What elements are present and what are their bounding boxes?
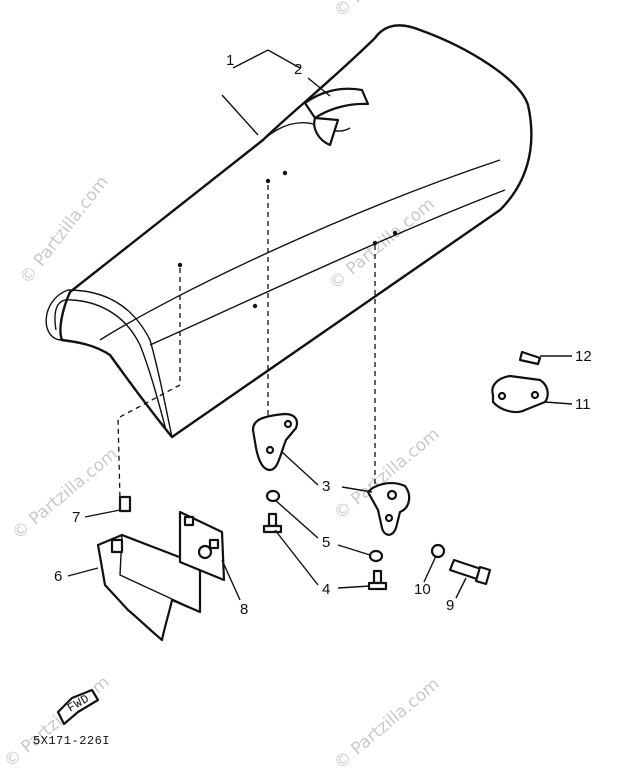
screw-12 bbox=[518, 350, 542, 366]
seat-hole bbox=[282, 170, 288, 176]
seat-strap bbox=[303, 87, 370, 120]
callout-3: 3 bbox=[322, 478, 330, 495]
watermark: © Partzilla.com bbox=[8, 444, 121, 544]
seat-assembly bbox=[45, 24, 533, 439]
seat-crease bbox=[99, 159, 501, 341]
nut-5 bbox=[265, 489, 384, 563]
seat-hole bbox=[265, 178, 271, 184]
watermarks: © Partzilla.com © Partzilla.com © Partzi… bbox=[0, 0, 443, 768]
washer-10 bbox=[430, 543, 446, 559]
callout-11: 11 bbox=[575, 396, 591, 413]
seat-crease-lower bbox=[149, 189, 506, 346]
callout-12: 12 bbox=[575, 348, 592, 365]
seat-strap-loop bbox=[313, 116, 340, 147]
seat-hole bbox=[372, 240, 378, 246]
mounting-lines bbox=[117, 185, 376, 501]
fwd-arrow: FWD bbox=[56, 688, 100, 726]
callout-2: 2 bbox=[294, 61, 302, 78]
callout-4: 4 bbox=[322, 581, 330, 598]
callout-7: 7 bbox=[72, 509, 80, 526]
bracket-left bbox=[251, 412, 299, 472]
seat-hole bbox=[392, 230, 398, 236]
cover-6 bbox=[96, 533, 202, 642]
diagram-code: 5X171-226I bbox=[33, 734, 110, 748]
callout-1: 1 bbox=[226, 52, 234, 69]
bolt-7 bbox=[118, 495, 132, 513]
callout-9: 9 bbox=[446, 597, 454, 614]
leader-lines bbox=[67, 49, 573, 601]
seat-hole bbox=[177, 262, 183, 268]
seat-hole bbox=[252, 303, 258, 309]
watermark: © Partzilla.com bbox=[330, 674, 443, 768]
bracket-right bbox=[366, 482, 411, 536]
bolt-9 bbox=[448, 558, 492, 586]
callout-6: 6 bbox=[54, 568, 62, 585]
callout-8: 8 bbox=[240, 601, 248, 618]
callout-5: 5 bbox=[322, 534, 330, 551]
seat-inner-curve bbox=[54, 298, 167, 431]
callout-10: 10 bbox=[414, 581, 431, 598]
bolt-4 bbox=[262, 512, 388, 591]
plate-8 bbox=[178, 510, 226, 582]
seat-lock-bracket bbox=[491, 350, 549, 414]
watermark: © Partzilla.com bbox=[0, 672, 113, 768]
dash-line bbox=[117, 268, 181, 501]
watermark: © Partzilla.com bbox=[330, 0, 443, 22]
watermark: © Partzilla.com bbox=[325, 194, 438, 294]
callouts: 1 2 3 4 5 6 7 8 9 10 11 12 bbox=[54, 52, 592, 618]
seat-front-edge bbox=[45, 289, 173, 438]
seat-outline bbox=[59, 24, 533, 439]
